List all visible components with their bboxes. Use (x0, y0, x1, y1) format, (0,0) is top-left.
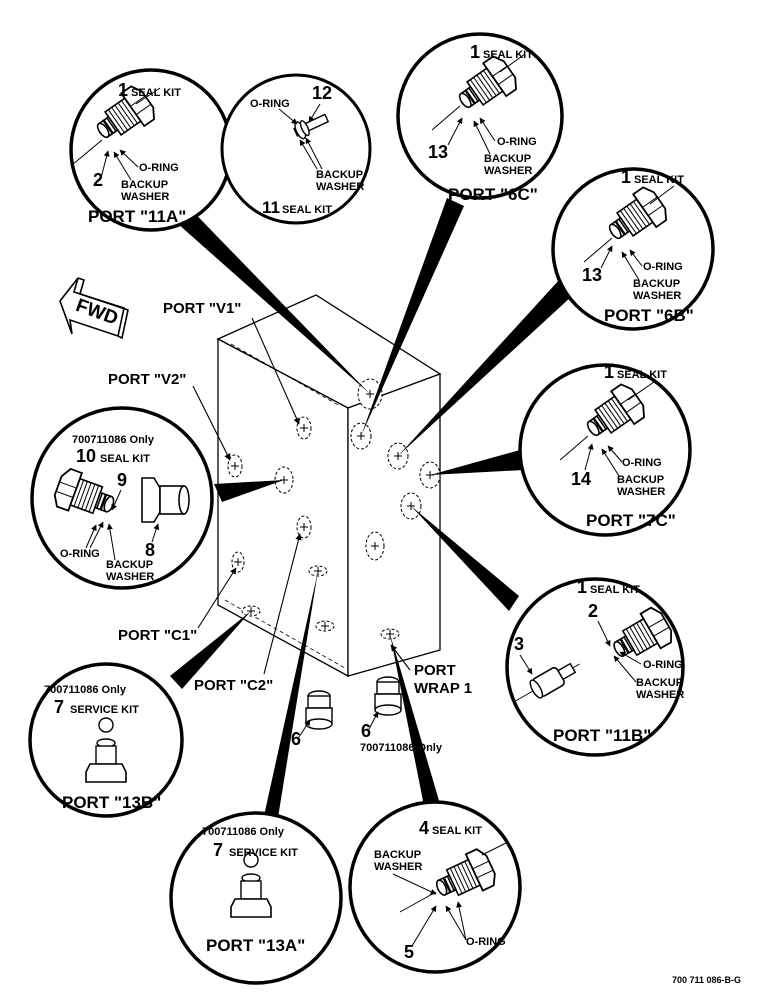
circles-pwrap-washer-label: WASHER (374, 861, 422, 873)
label-port-wrap-b: WRAP 1 (414, 680, 472, 697)
circles-p10-item-a-label: 9 (117, 470, 127, 490)
detail-port-6c: 1 SEAL KIT 13 O-RING BACKUP WASHER PORT … (396, 32, 564, 204)
circles-p6b-o-ring-label: O-RING (643, 261, 683, 273)
circles-p11-item-label: 12 (312, 83, 332, 103)
spacer-3 (513, 662, 580, 703)
circles-p6b-washer-label: WASHER (633, 290, 681, 302)
label-port-wrap-a: PORT (414, 662, 456, 679)
detail-port-7c: 1 SEAL KIT 14 O-RING BACKUP WASHER PORT … (518, 362, 692, 537)
leader-lines (192, 317, 411, 675)
plug-8 (141, 477, 190, 523)
circles-p10-qty-label: 10 (76, 446, 96, 466)
circles-p11b-qty-label: 1 (577, 577, 587, 597)
circles-p13b-port-label: PORT "13B" (62, 793, 161, 812)
circles-p10-o-ring-label: O-RING (60, 548, 100, 560)
detail-port-13a: 700711086 Only 7 SERVICE KIT PORT "13A" (169, 811, 343, 985)
circles-p11b-backup-label: BACKUP (636, 677, 683, 689)
circles-p10-item-b-label: 8 (145, 540, 155, 560)
circles-p13b-kit-label: SERVICE KIT (70, 704, 139, 716)
detail-port-wrap: 4 SEAL KIT BACKUP WASHER 5 O-RING (348, 800, 522, 974)
circles-p7c-backup-label: BACKUP (617, 474, 664, 486)
circles-p11b-o-ring-label: O-RING (643, 659, 683, 671)
circles-p11a-washer-label: WASHER (121, 191, 169, 203)
circles-pwrap-o-ring-label: O-RING (466, 936, 506, 948)
plug-6b-note: 700711086 Only (360, 742, 443, 754)
circles-p6b-backup-label: BACKUP (633, 278, 680, 290)
circles-p6c-port-label: PORT "6C" (448, 185, 538, 204)
circles-p6c-o-ring-label: O-RING (497, 136, 537, 148)
circles-p10-note-label: 700711086 Only (72, 434, 155, 446)
label-port-v2: PORT "V2" (108, 371, 186, 388)
plug-6a (305, 690, 333, 730)
detail-port-6b: 1 SEAL KIT 13 O-RING BACKUP WASHER PORT … (551, 167, 715, 331)
circles-pwrap-qty-label: 4 (419, 818, 429, 838)
circles-p6b-kit-label: SEAL KIT (634, 174, 684, 186)
circles-p11a-backup-label: BACKUP (121, 179, 168, 191)
circles-p6c-item-label: 13 (428, 142, 448, 162)
circles-p10-backup-label: BACKUP (106, 559, 153, 571)
circles-p13a-qty-label: 7 (213, 840, 223, 860)
circles-p7c-item-label: 14 (571, 469, 591, 489)
circles-p11-qty-label: 11 (262, 198, 280, 217)
circles-p11-backup-label: BACKUP (316, 169, 363, 181)
circles-p6c-kit-label: SEAL KIT (483, 49, 533, 61)
detail-11-seal-kit: O-RING 12 BACKUP WASHER 11 SEAL KIT (220, 73, 372, 225)
circles-p11b-washer-label: WASHER (636, 689, 684, 701)
detail-10-seal-kit: 700711086 Only 10 SEAL KIT 9 8 O-RING BA… (30, 406, 214, 590)
circles-p7c-washer-label: WASHER (617, 486, 665, 498)
label-port-c2: PORT "C2" (194, 677, 273, 694)
detail-port-13b: 700711086 Only 7 SERVICE KIT PORT "13B" (28, 662, 184, 818)
circles-p6c-washer-label: WASHER (484, 165, 532, 177)
circles-p11a-item-label: 2 (93, 170, 103, 190)
circles-p6b-item-label: 13 (582, 265, 602, 285)
label-port-v1: PORT "V1" (163, 300, 241, 317)
plug-6b-number: 6 (361, 721, 371, 741)
plug-6b (374, 676, 402, 716)
circles-p7c-o-ring-label: O-RING (622, 457, 662, 469)
circles-p6b-qty-label: 1 (621, 167, 631, 187)
circles-p13a-note-label: 700711086 Only (202, 826, 285, 838)
circles-p6c-backup-label: BACKUP (484, 153, 531, 165)
circles-p7c-qty-label: 1 (604, 362, 614, 382)
circles-p11b-kit-label: SEAL KIT (590, 584, 640, 596)
callout-wedges (160, 196, 572, 836)
circles-p10-kit-label: SEAL KIT (100, 453, 150, 465)
circles-p6b-port-label: PORT "6B" (604, 306, 694, 325)
circles-p13a-kit-label: SERVICE KIT (229, 847, 298, 859)
circles-p11b-item-b-label: 3 (514, 634, 524, 654)
plug-6a-number: 6 (291, 729, 301, 749)
circles-pwrap-item-label: 5 (404, 942, 414, 962)
circles-p11a-o-ring-label: O-RING (139, 162, 179, 174)
circles-p11a-port-label: PORT "11A" (88, 207, 186, 226)
circles-p13b-note-label: 700711086 Only (44, 684, 127, 696)
circles-p11a-kit-label: SEAL KIT (131, 87, 181, 99)
circles-pwrap-kit-label: SEAL KIT (432, 825, 482, 837)
circles-p7c-kit-label: SEAL KIT (617, 369, 667, 381)
detail-port-11b: 1 SEAL KIT 2 3 O-RING BACKUP WASHER PORT… (505, 577, 685, 757)
label-port-c1: PORT "C1" (118, 627, 197, 644)
circles-p11-o-ring-label: O-RING (250, 98, 290, 110)
circles-p10-washer-label: WASHER (106, 571, 154, 583)
circles-p7c-port-label: PORT "7C" (586, 511, 676, 530)
circles-p13b-qty-label: 7 (54, 697, 64, 717)
circles-p11a-qty-label: 1 (118, 80, 128, 100)
detail-port-11a: 1 SEAL KIT 2 O-RING BACKUP WASHER PORT "… (69, 68, 233, 232)
circles-p6c-qty-label: 1 (470, 42, 480, 62)
circles-p11b-item-a-label: 2 (588, 601, 598, 621)
circles-pwrap-backup-label: BACKUP (374, 849, 421, 861)
circles-p11-kit-label: SEAL KIT (282, 204, 332, 216)
fwd-arrow: FWD (59, 277, 129, 340)
circles-p11-washer-label: WASHER (316, 181, 364, 193)
drawing-number: 700 711 086-B-G (672, 975, 741, 985)
circles-p11b-port-label: PORT "11B" (553, 726, 651, 745)
circles-p13a-port-label: PORT "13A" (206, 936, 305, 955)
